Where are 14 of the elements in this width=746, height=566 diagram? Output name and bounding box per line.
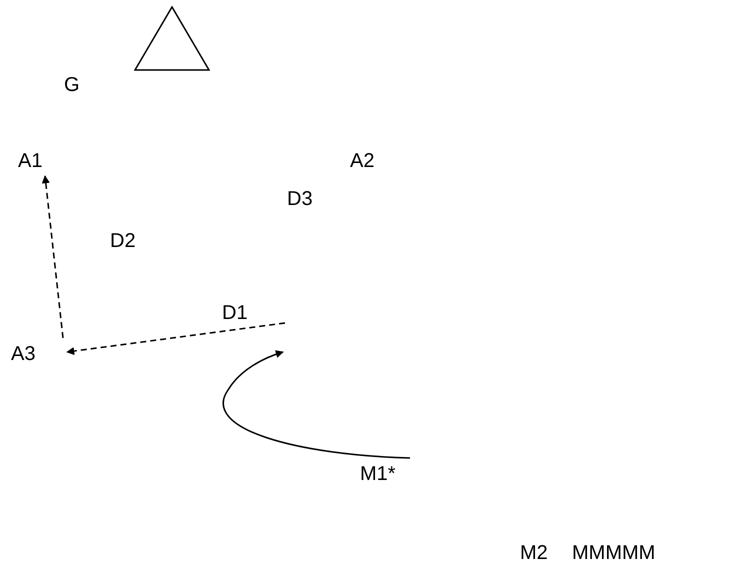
node-label: D3	[287, 186, 323, 212]
node-label: A1	[18, 148, 52, 174]
curved-arrow	[222, 350, 410, 459]
node-label: M1*	[360, 461, 410, 487]
node-label: A3	[11, 341, 45, 367]
node-label: M2	[520, 540, 556, 566]
dashed-arrow	[42, 175, 64, 338]
triangle-outline	[134, 6, 210, 71]
node-label: MMMMM	[572, 540, 662, 566]
dashed-arrow	[66, 322, 286, 356]
node-label: A2	[350, 148, 386, 174]
node-label: D1	[222, 300, 258, 326]
node-label: G	[64, 72, 88, 98]
node-label: D2	[110, 228, 146, 254]
